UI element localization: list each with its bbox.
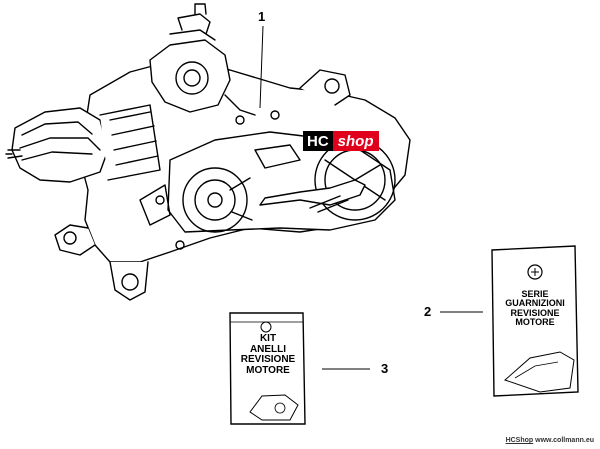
gasket-kit-label: SERIE GUARNIZIONI REVISIONE MOTORE: [494, 289, 576, 328]
watermark-hc: HC: [303, 131, 333, 151]
gasket-kit-line-3: REVISIONE: [510, 307, 560, 318]
callout-1: 1: [258, 9, 266, 24]
footer-credit: HCShop www.collmann.eu: [506, 437, 594, 444]
leader-line-1: [259, 25, 264, 109]
watermark-shop: shop: [332, 131, 379, 151]
gasket-kit-package: [491, 245, 579, 397]
footer-brand: HCShop: [505, 437, 534, 444]
piston-ring-kit-package: [229, 312, 306, 425]
callout-3: 3: [381, 361, 389, 376]
footer-site: www.collmann.eu: [535, 437, 594, 444]
ring-kit-label: KIT ANELLI REVISIONE MOTORE: [231, 333, 305, 376]
ring-kit-line-4: MOTORE: [246, 364, 290, 376]
gasket-kit-line-4: MOTORE: [515, 317, 555, 328]
hcshop-watermark: HC shop: [303, 131, 379, 151]
leader-lines: [259, 25, 483, 370]
engine-assembly-drawing: [5, 3, 411, 301]
gasket-kit-line-2: GUARNIZIONI: [505, 298, 565, 309]
callout-2: 2: [424, 304, 432, 319]
ring-kit-logo-icon: [260, 321, 272, 333]
ring-kit-line-1: KIT: [259, 333, 277, 344]
piaggio-logo-icon: [527, 264, 543, 280]
gasket-kit-line-1: SERIE: [521, 289, 549, 299]
ring-kit-line-2: ANELLI: [249, 343, 287, 355]
ring-kit-line-3: REVISIONE: [240, 354, 296, 365]
